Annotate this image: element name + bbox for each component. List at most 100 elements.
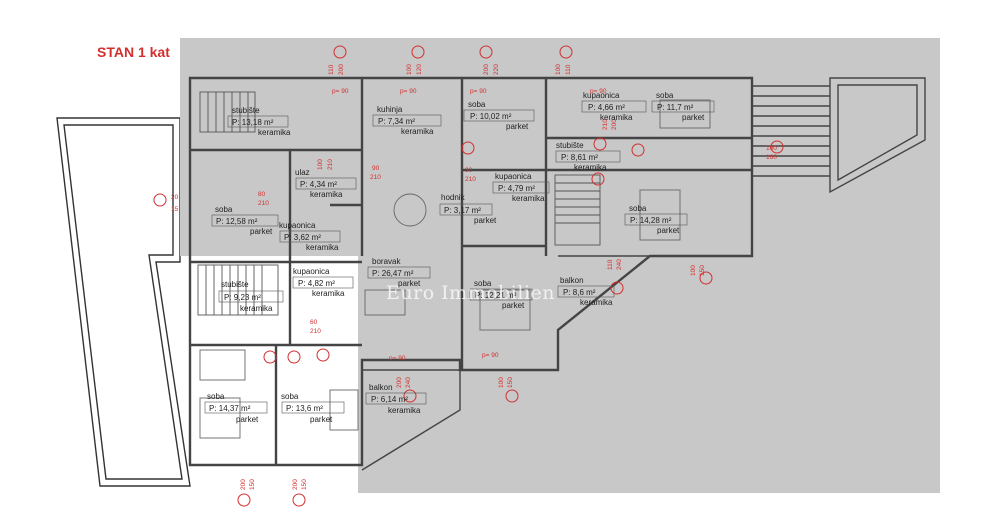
room-name: soba [656, 91, 674, 100]
balconies [361, 255, 652, 471]
room-name: soba [215, 205, 233, 214]
room-labels: stubište P: 13,18 m² keramika kuhinja P:… [204, 91, 715, 424]
room-area: P: 10,02 m² [470, 112, 512, 121]
dim-label: p= 90 [482, 352, 499, 359]
room-floor: parket [502, 301, 525, 310]
room-area: P: 12,21 m² [475, 291, 517, 300]
room-area: P: 26,47 m² [372, 269, 414, 278]
dim-label: 100 [555, 64, 562, 75]
room-name: soba [468, 100, 486, 109]
room-floor: parket [236, 415, 259, 424]
room-name: soba [629, 204, 647, 213]
dim-label: 100 [317, 159, 324, 170]
dimension-markers [153, 45, 784, 507]
room-floor: keramika [512, 194, 545, 203]
dim-label: 100 [406, 64, 413, 75]
room-floor: keramika [240, 304, 273, 313]
room-area: P: 9,23 m² [224, 293, 261, 302]
room-name: kupaonica [583, 91, 620, 100]
dim-label: p= 90 [332, 88, 349, 95]
room-area: P: 12,58 m² [216, 217, 258, 226]
watermark: Euro Immobilien [386, 282, 556, 304]
room-name: balkon [369, 383, 393, 392]
dim-label: 200 [292, 479, 299, 490]
room-floor: parket [250, 227, 273, 236]
shaded-zone-upper [180, 38, 940, 256]
dim-label: 210 [465, 176, 476, 183]
dim-label: 200 [240, 479, 247, 490]
terrace-outline [56, 117, 191, 487]
building-walls [188, 76, 754, 467]
room-floor: keramika [306, 243, 339, 252]
room-floor: keramika [574, 163, 607, 172]
room-floor: keramika [580, 298, 613, 307]
stairs [197, 91, 601, 316]
dim-label: 240 [405, 377, 412, 388]
room-floor: parket [506, 122, 529, 131]
room-name: stubište [556, 141, 584, 150]
room-floor: keramika [388, 406, 421, 415]
room-area: P: 6,14 m² [371, 395, 408, 404]
dim-label: p= 90 [389, 355, 406, 362]
dim-label: 150 [249, 479, 256, 490]
room-floor: parket [682, 113, 705, 122]
room-area: P: 11,7 m² [657, 103, 694, 112]
furniture [199, 99, 711, 439]
room-area: P: 8,61 m² [561, 153, 598, 162]
room-name: kupaonica [495, 172, 532, 181]
room-name: kuhinja [377, 105, 403, 114]
dim-label: 100 [498, 377, 505, 388]
dim-label: 100 [690, 265, 697, 276]
room-area: P: 7,34 m² [378, 117, 415, 126]
room-floor: parket [657, 226, 680, 235]
room-floor: parket [398, 279, 421, 288]
outside-structure [752, 77, 926, 194]
room-floor: keramika [310, 190, 343, 199]
dim-label: 150 [699, 265, 706, 276]
room-area: P: 13,18 m² [232, 118, 274, 127]
dim-label: 110 [607, 259, 614, 270]
room-name: hodnik [441, 193, 466, 202]
dim-label: 210 [602, 119, 609, 130]
dim-label: 90 [372, 165, 380, 172]
dim-label: 160 [766, 154, 777, 161]
room-floor: keramika [401, 127, 434, 136]
dim-label: 15 [171, 206, 179, 213]
dim-label: p= 90 [590, 88, 607, 95]
room-area: P: 3,17 m² [444, 206, 481, 215]
room-name: ulaz [295, 168, 310, 177]
dim-label: 150 [507, 377, 514, 388]
dim-label: 80 [258, 191, 266, 198]
room-area: P: 4,66 m² [588, 103, 625, 112]
room-floor: parket [474, 216, 497, 225]
dim-label: 210 [258, 200, 269, 207]
plan-title: STAN 1 kat [97, 44, 170, 60]
room-name: soba [207, 392, 225, 401]
room-area: P: 13,6 m² [286, 404, 323, 413]
room-area: P: 4,82 m² [298, 279, 335, 288]
shaded-zone-right [358, 256, 940, 493]
dim-label: 210 [370, 174, 381, 181]
dim-label: 90 [465, 167, 473, 174]
dim-label: 240 [616, 259, 623, 270]
dim-label: 100 [766, 145, 777, 152]
dim-label: 200 [611, 119, 618, 130]
room-area: P: 14,28 m² [630, 216, 672, 225]
dim-label: 200 [483, 64, 490, 75]
room-name: stubište [221, 280, 249, 289]
dim-label: 210 [327, 159, 334, 170]
room-area: P: 14,37 m² [209, 404, 251, 413]
dim-label: 110 [565, 64, 572, 75]
room-name: stubište [232, 106, 260, 115]
dim-label: p= 90 [400, 88, 417, 95]
dimension-texts: 110 200 100 120 200 220 100 110 100 210 … [171, 64, 777, 490]
room-area: P: 8,6 m² [563, 288, 596, 297]
dim-label: 210 [310, 328, 321, 335]
room-name: kupaonica [293, 267, 330, 276]
dim-label: 60 [310, 319, 318, 326]
room-floor: keramika [600, 113, 633, 122]
room-name: kupaonica [279, 221, 316, 230]
dim-label: p= 90 [470, 88, 487, 95]
room-name: soba [281, 392, 299, 401]
room-area: P: 4,34 m² [300, 180, 337, 189]
